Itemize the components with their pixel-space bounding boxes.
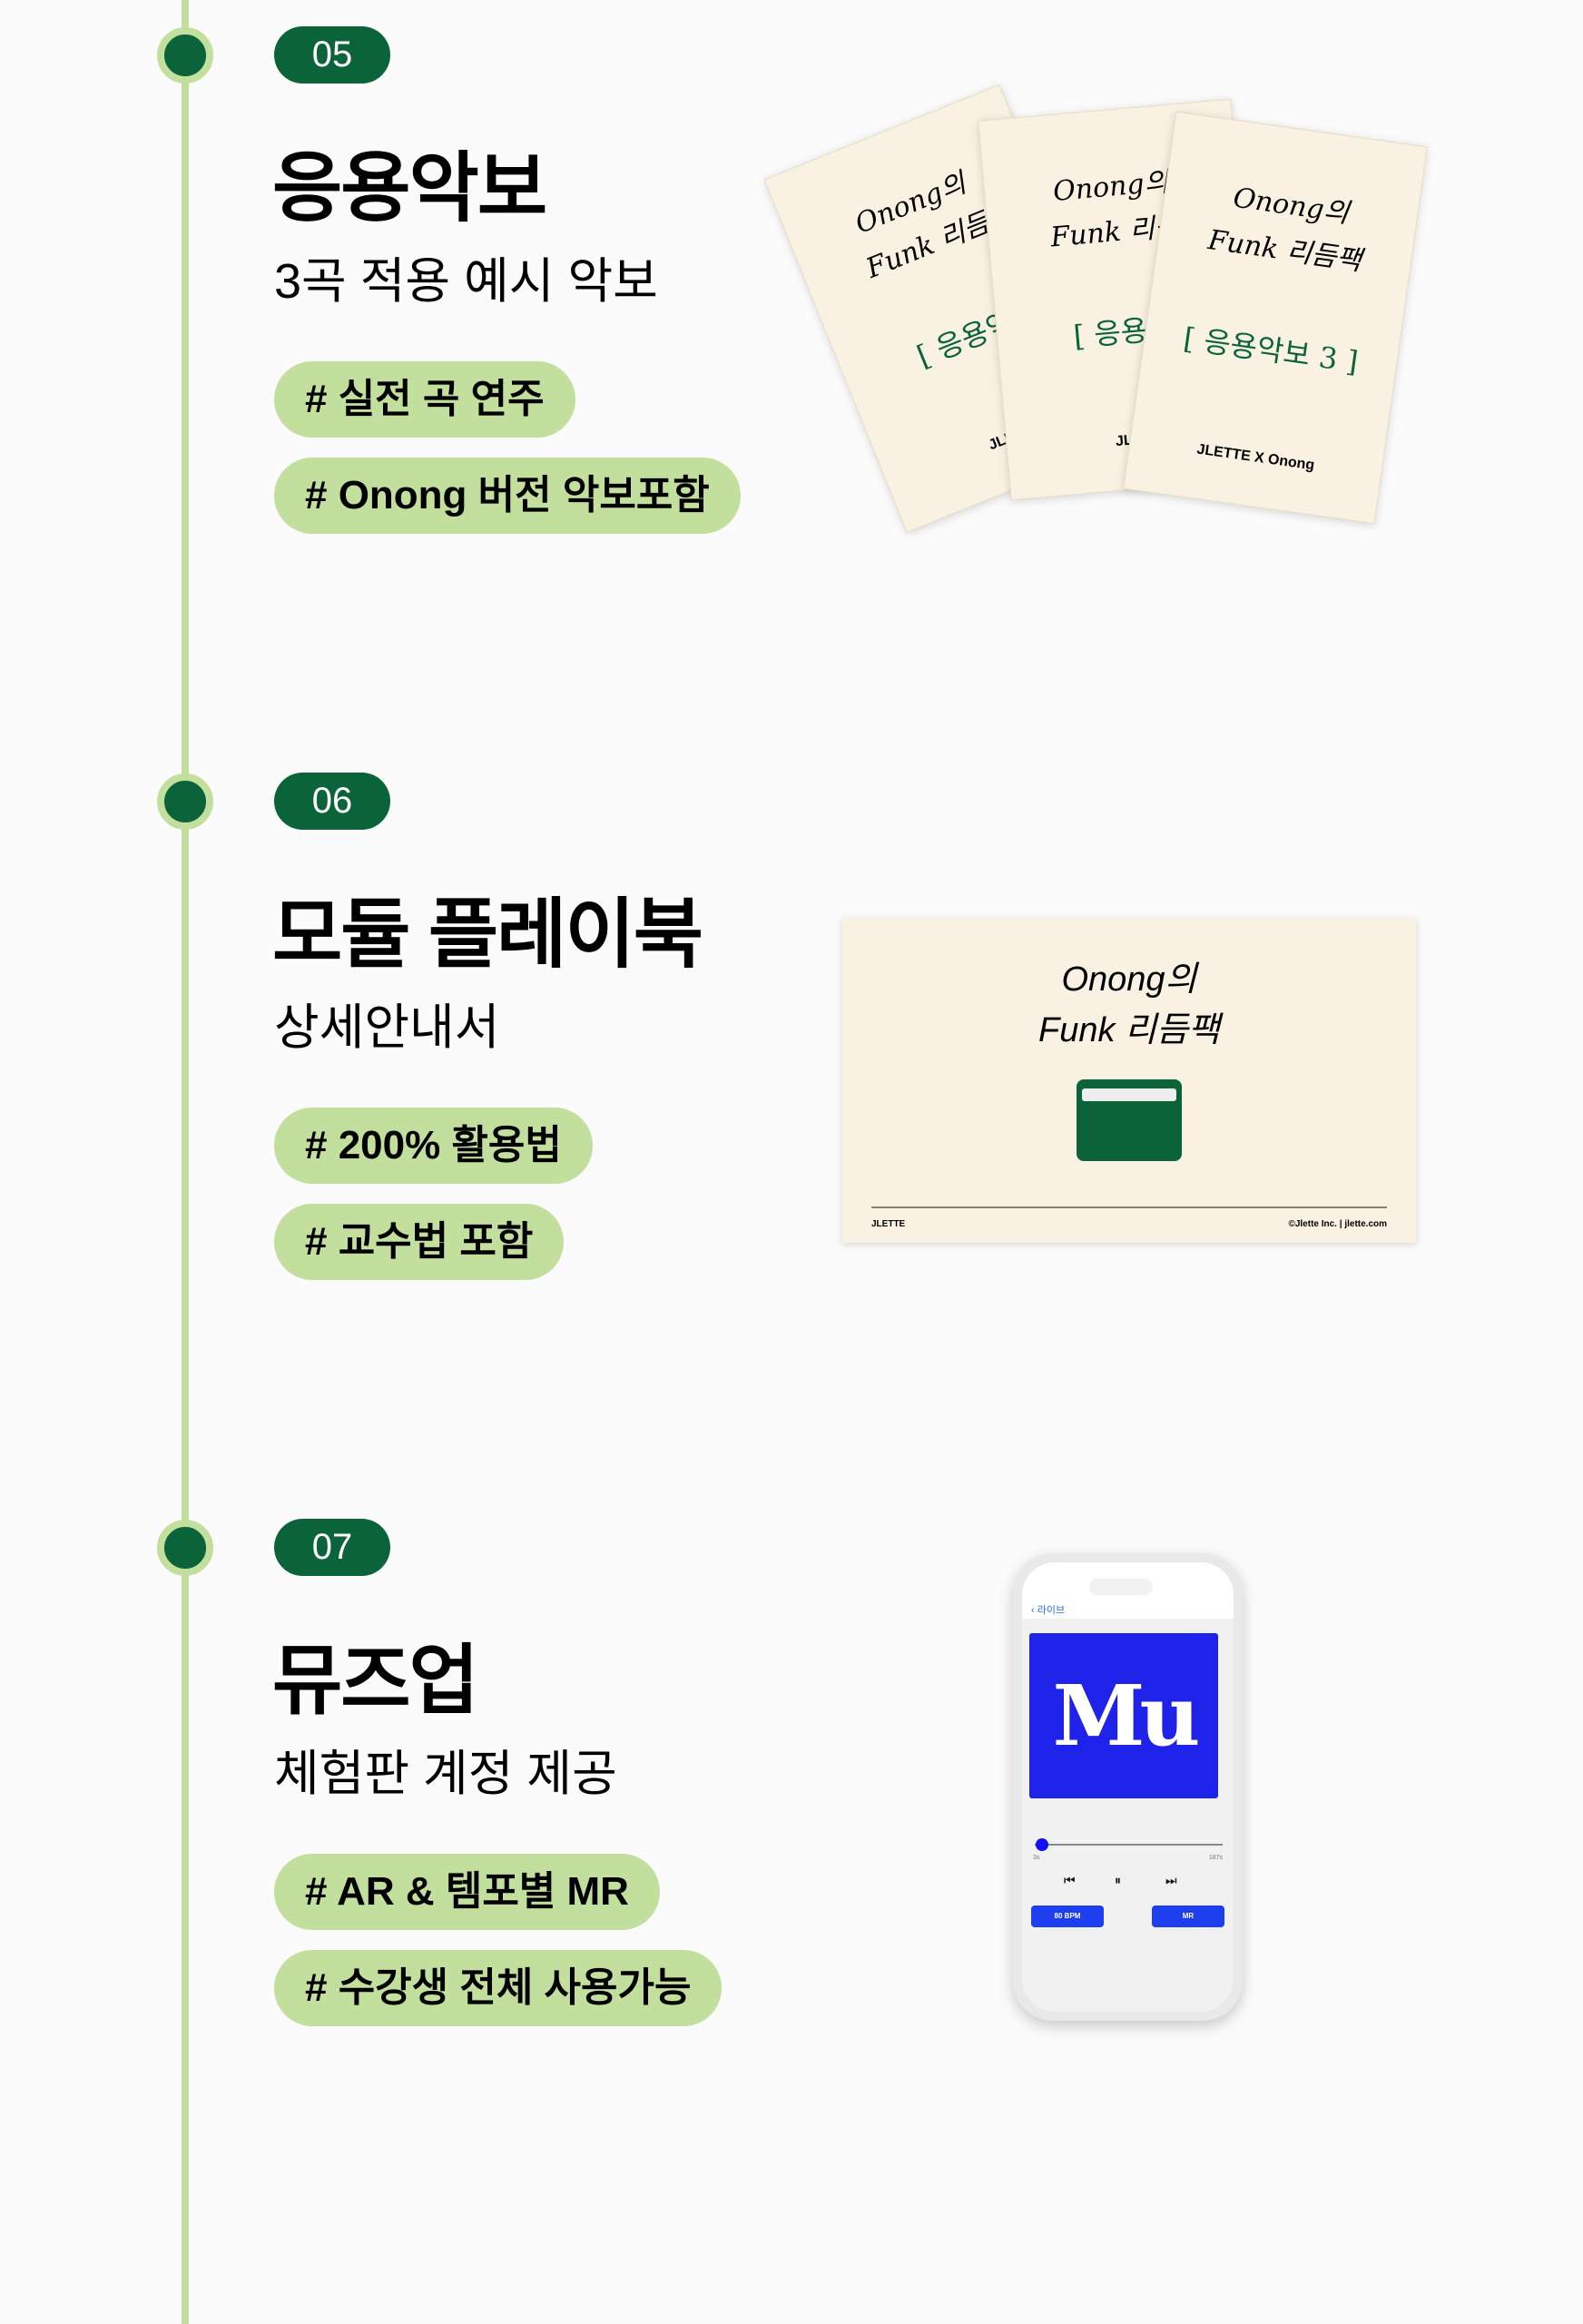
progress-knob[interactable]	[1036, 1838, 1049, 1851]
card-footer-left: JLETTE	[871, 1219, 906, 1229]
pause-icon[interactable]: ⏸	[1115, 1873, 1121, 1887]
tag: # 교수법 포함	[274, 1204, 565, 1280]
divider	[871, 1206, 1387, 1208]
tag: # 수강생 전체 사용가능	[274, 1950, 723, 2026]
progress-slider[interactable]	[1035, 1844, 1223, 1846]
timeline-dot	[157, 773, 213, 830]
next-icon[interactable]: ⏭	[1165, 1873, 1177, 1887]
booklet-footer: JLETTE X Onong	[1195, 441, 1316, 474]
muzeup-logo: Mu	[1029, 1633, 1218, 1798]
dynamic-island	[1089, 1579, 1153, 1595]
timeline-line	[182, 0, 189, 2324]
section-title: 뮤즈업	[272, 1638, 479, 1723]
tag: # 실전 곡 연주	[274, 361, 575, 438]
bpm-button[interactable]: 80 BPM	[1031, 1905, 1104, 1927]
back-button[interactable]: ‹ 라이브	[1031, 1602, 1065, 1617]
section-title: 모듈 플레이북	[272, 891, 703, 977]
time-start: 3s	[1033, 1855, 1040, 1861]
booklet-label: [ 응용악보 3 ]	[1181, 320, 1361, 379]
card-title: Funk 리듬팩	[1038, 1011, 1220, 1049]
playbook-card: Onong의 Funk 리듬팩 JLETTE ©Jlette Inc. | jle…	[842, 918, 1416, 1243]
section-subtitle: 3곡 적용 예시 악보	[274, 254, 658, 309]
time-end: 187s	[1208, 1855, 1223, 1861]
section-title: 응용악보	[272, 145, 547, 231]
step-badge: 07	[274, 1519, 390, 1576]
section-06: 06 모듈 플레이북 상세안내서 # 200% 활용법 # 교수법 포함	[0, 746, 1583, 1472]
step-badge: 06	[274, 773, 390, 830]
folder-icon	[1077, 1079, 1182, 1161]
tag: # Onong 버전 악보포함	[274, 458, 741, 534]
back-label: 라이브	[1037, 1605, 1066, 1616]
timeline-dot	[157, 1520, 213, 1576]
tag: # AR & 템포별 MR	[274, 1854, 660, 1930]
card-title: Onong의	[1061, 960, 1197, 999]
timeline-dot	[157, 27, 213, 84]
tag: # 200% 활용법	[274, 1108, 593, 1184]
previous-icon[interactable]: ⏮	[1064, 1873, 1076, 1887]
mr-button[interactable]: MR	[1152, 1905, 1224, 1927]
phone-mockup: ‹ 라이브 Mu 3s 187s ⏮ ⏸ ⏭ 80 BPM MR	[1013, 1553, 1243, 2021]
section-subtitle: 체험판 계정 제공	[274, 1747, 617, 1801]
chevron-left-icon: ‹	[1031, 1605, 1037, 1616]
section-subtitle: 상세안내서	[274, 1000, 500, 1055]
section-07: 07 뮤즈업 체험판 계정 제공 # AR & 템포별 MR # 수강생 전체 …	[0, 1492, 1583, 2219]
section-05: 05 응용악보 3곡 적용 예시 악보 # 실전 곡 연주 # Onong 버전…	[0, 0, 1583, 726]
step-badge: 05	[274, 26, 390, 84]
card-footer-right: ©Jlette Inc. | jlette.com	[1288, 1219, 1387, 1229]
